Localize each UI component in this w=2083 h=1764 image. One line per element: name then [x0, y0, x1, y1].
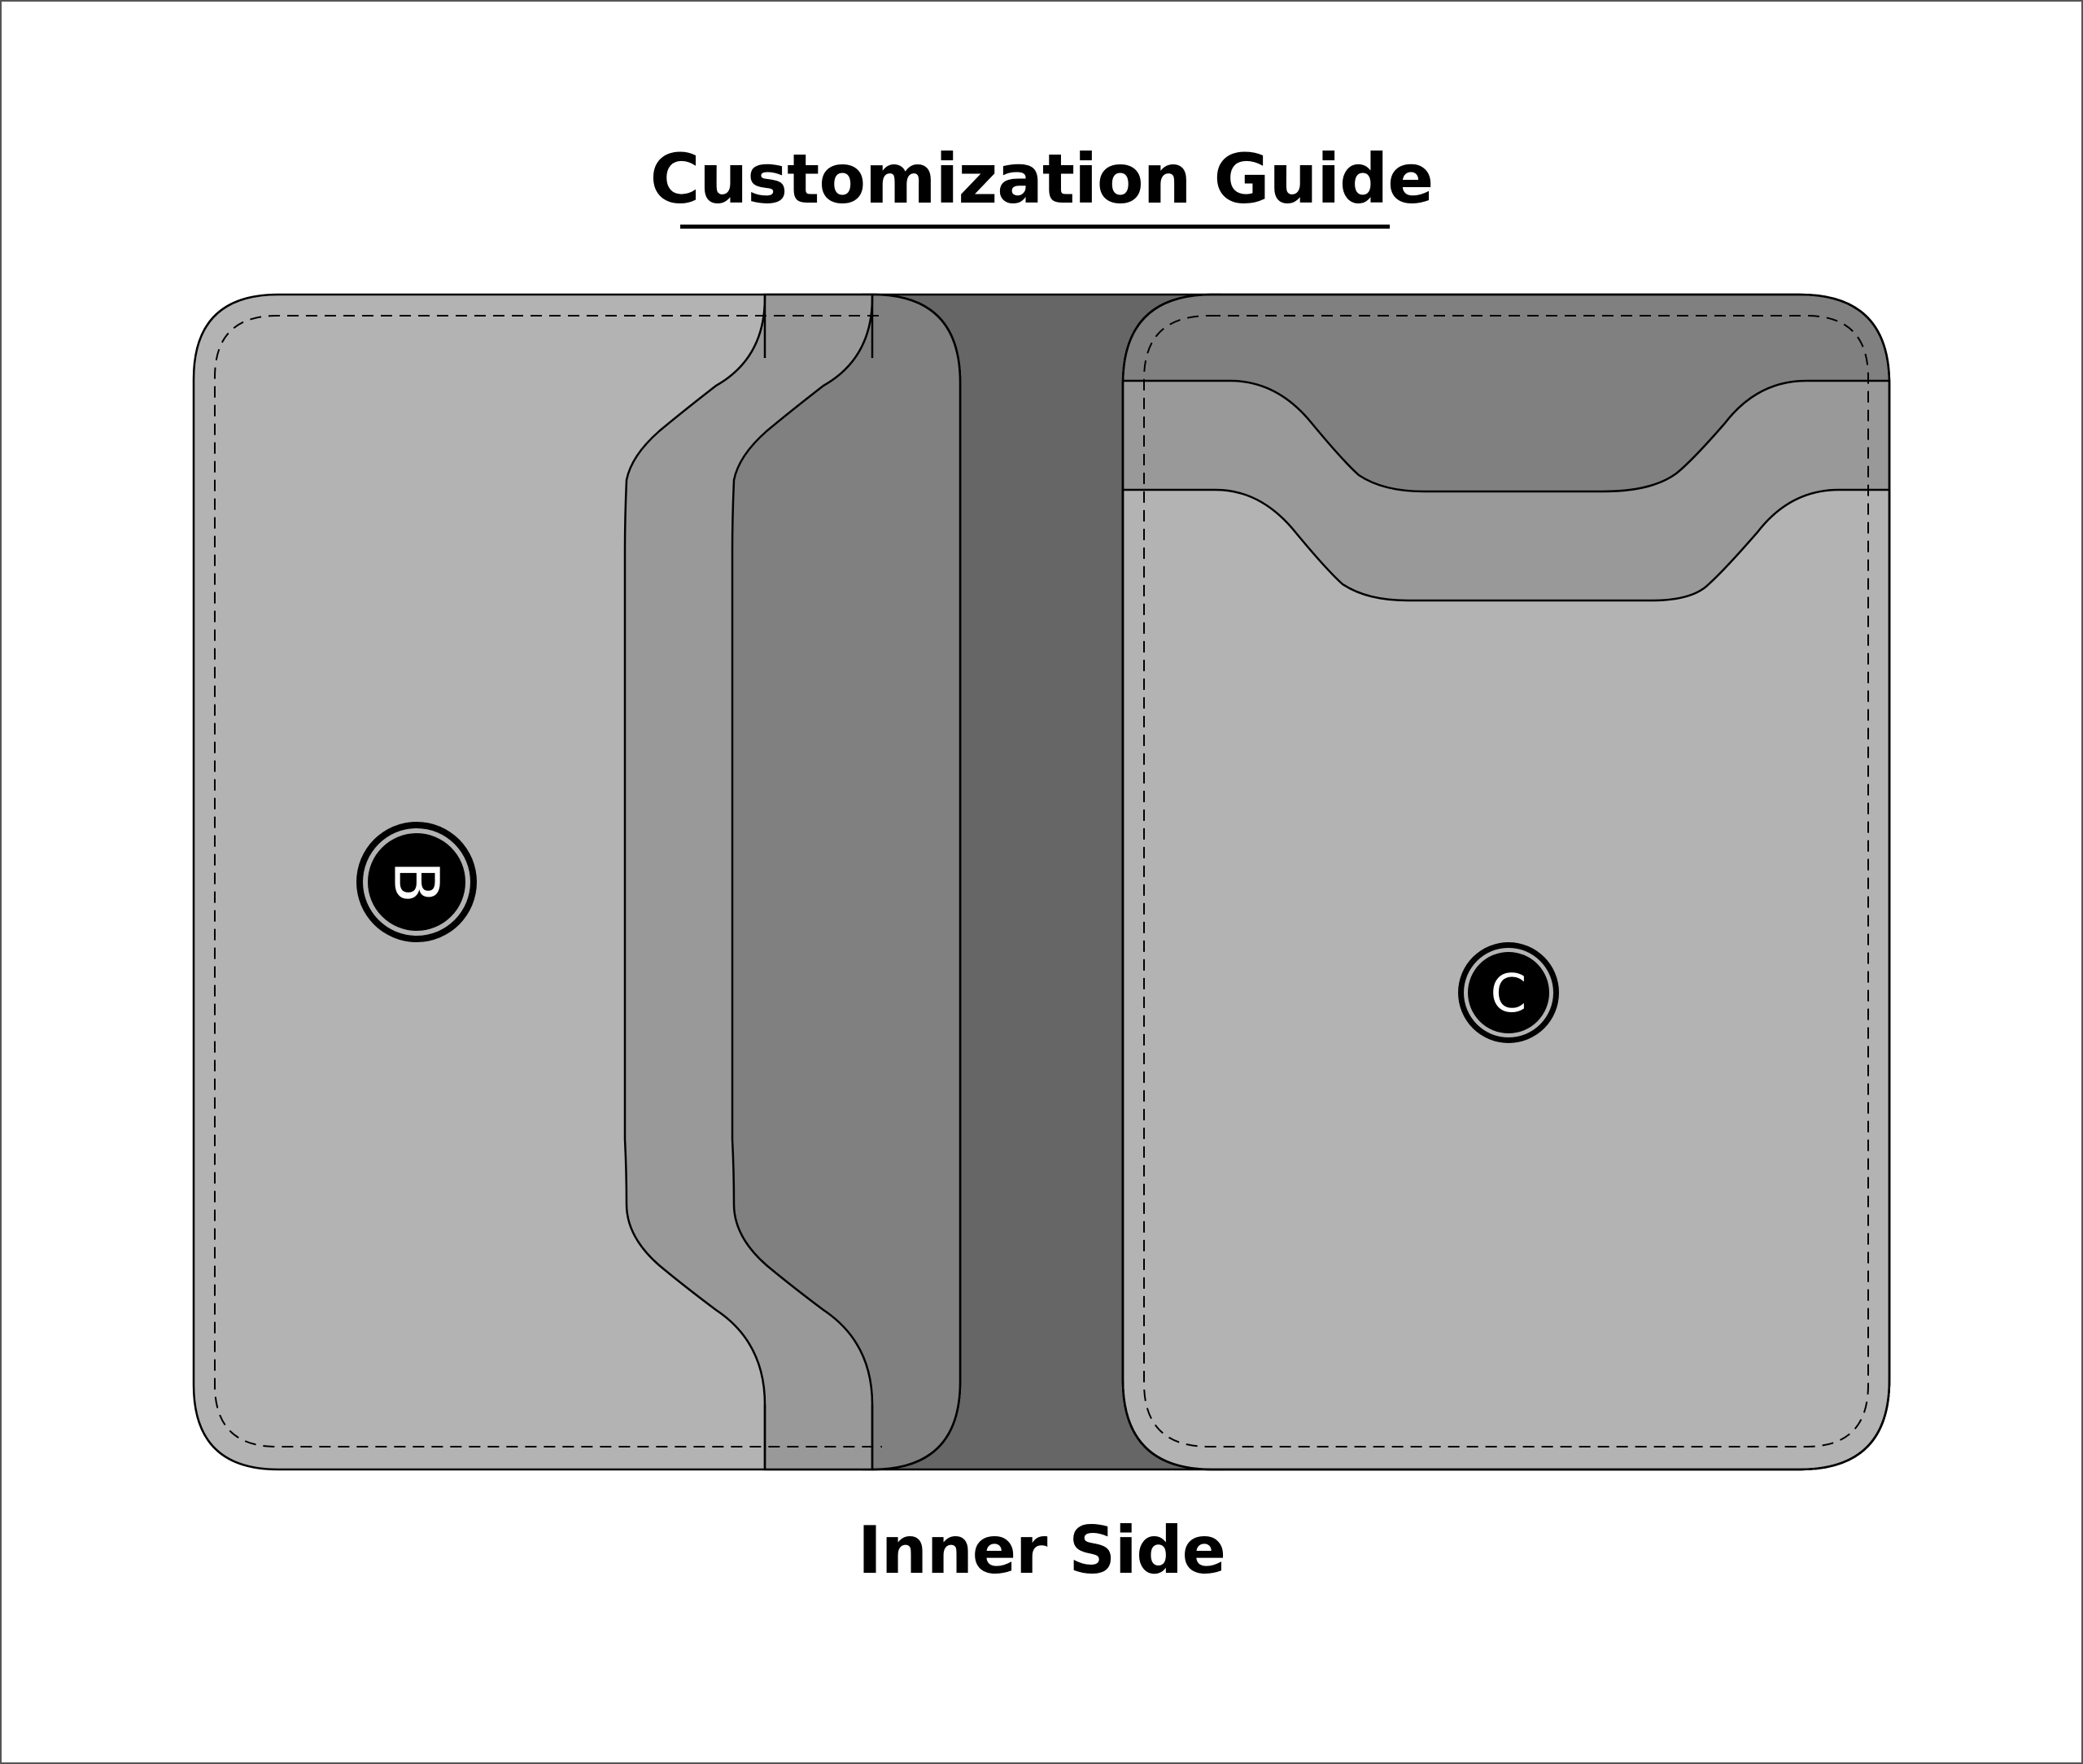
side-caption: Inner Side	[858, 1513, 1226, 1588]
badge-b: B	[356, 822, 477, 942]
left-flap-stitching	[214, 315, 882, 1447]
title-underline	[680, 225, 1390, 229]
right-flap-stitching	[1143, 315, 1869, 1447]
badge-c: C	[1458, 942, 1559, 1043]
left-pocket-front	[731, 293, 962, 1471]
page-title: Customization Guide	[649, 139, 1435, 219]
right-flap-outline	[1121, 293, 1891, 1471]
badge-c-letter: C	[1491, 964, 1527, 1024]
badge-b-letter: B	[381, 861, 453, 903]
